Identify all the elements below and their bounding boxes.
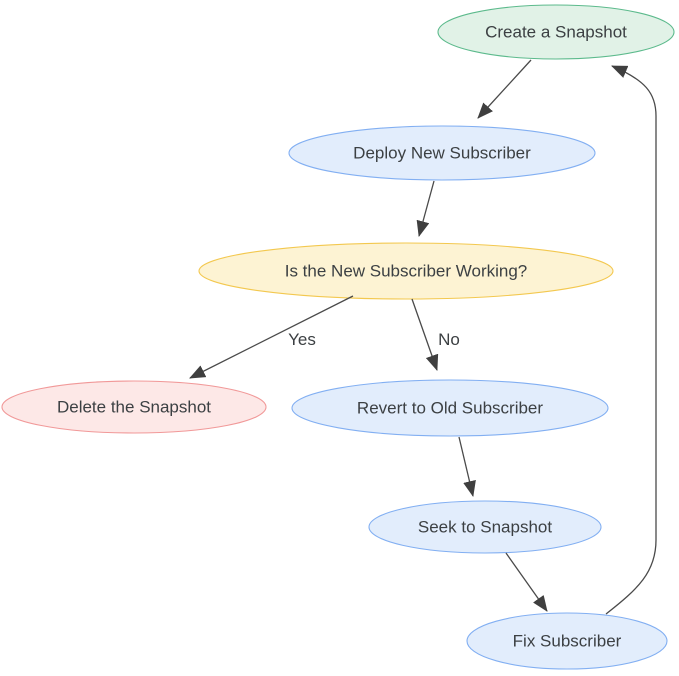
node-label-delete-snapshot: Delete the Snapshot xyxy=(57,398,211,417)
node-label-is-working: Is the New Subscriber Working? xyxy=(285,262,528,281)
edge-label-working-to-revert: No xyxy=(438,330,460,349)
edge-labels-layer: Yes No xyxy=(288,330,460,349)
edge-label-working-to-delete: Yes xyxy=(288,330,316,349)
flowchart-node-create-snapshot: Create a Snapshot xyxy=(437,4,675,60)
edge-deploy-to-working xyxy=(416,180,435,237)
edge-create-to-deploy xyxy=(477,59,532,119)
node-shape-seek-snapshot xyxy=(368,500,602,554)
node-label-create-snapshot: Create a Snapshot xyxy=(485,23,627,42)
edge-working-to-delete xyxy=(189,295,354,379)
flowchart-node-revert-subscriber: Revert to Old Subscriber xyxy=(291,379,609,437)
flowchart-node-delete-snapshot: Delete the Snapshot xyxy=(1,380,267,434)
node-shape-delete-snapshot xyxy=(1,380,267,434)
edge-fix-to-create xyxy=(605,65,657,615)
node-shape-create-snapshot xyxy=(437,4,675,60)
flowchart-node-seek-snapshot: Seek to Snapshot xyxy=(368,500,602,554)
edges-layer xyxy=(189,59,657,615)
flowchart-node-deploy-subscriber: Deploy New Subscriber xyxy=(288,125,596,181)
node-shape-fix-subscriber xyxy=(466,612,668,670)
node-label-fix-subscriber: Fix Subscriber xyxy=(513,632,622,651)
edge-revert-to-seek xyxy=(458,436,476,497)
node-shape-deploy-subscriber xyxy=(288,125,596,181)
node-label-deploy-subscriber: Deploy New Subscriber xyxy=(353,144,531,163)
node-label-seek-snapshot: Seek to Snapshot xyxy=(418,518,552,537)
flowchart-node-fix-subscriber: Fix Subscriber xyxy=(466,612,668,670)
node-shape-is-working xyxy=(198,242,614,300)
edge-working-to-revert xyxy=(411,298,439,371)
edge-seek-to-fix xyxy=(505,552,548,612)
flowchart-node-is-working: Is the New Subscriber Working? xyxy=(198,242,614,300)
node-label-revert-subscriber: Revert to Old Subscriber xyxy=(357,399,543,418)
node-shape-revert-subscriber xyxy=(291,379,609,437)
